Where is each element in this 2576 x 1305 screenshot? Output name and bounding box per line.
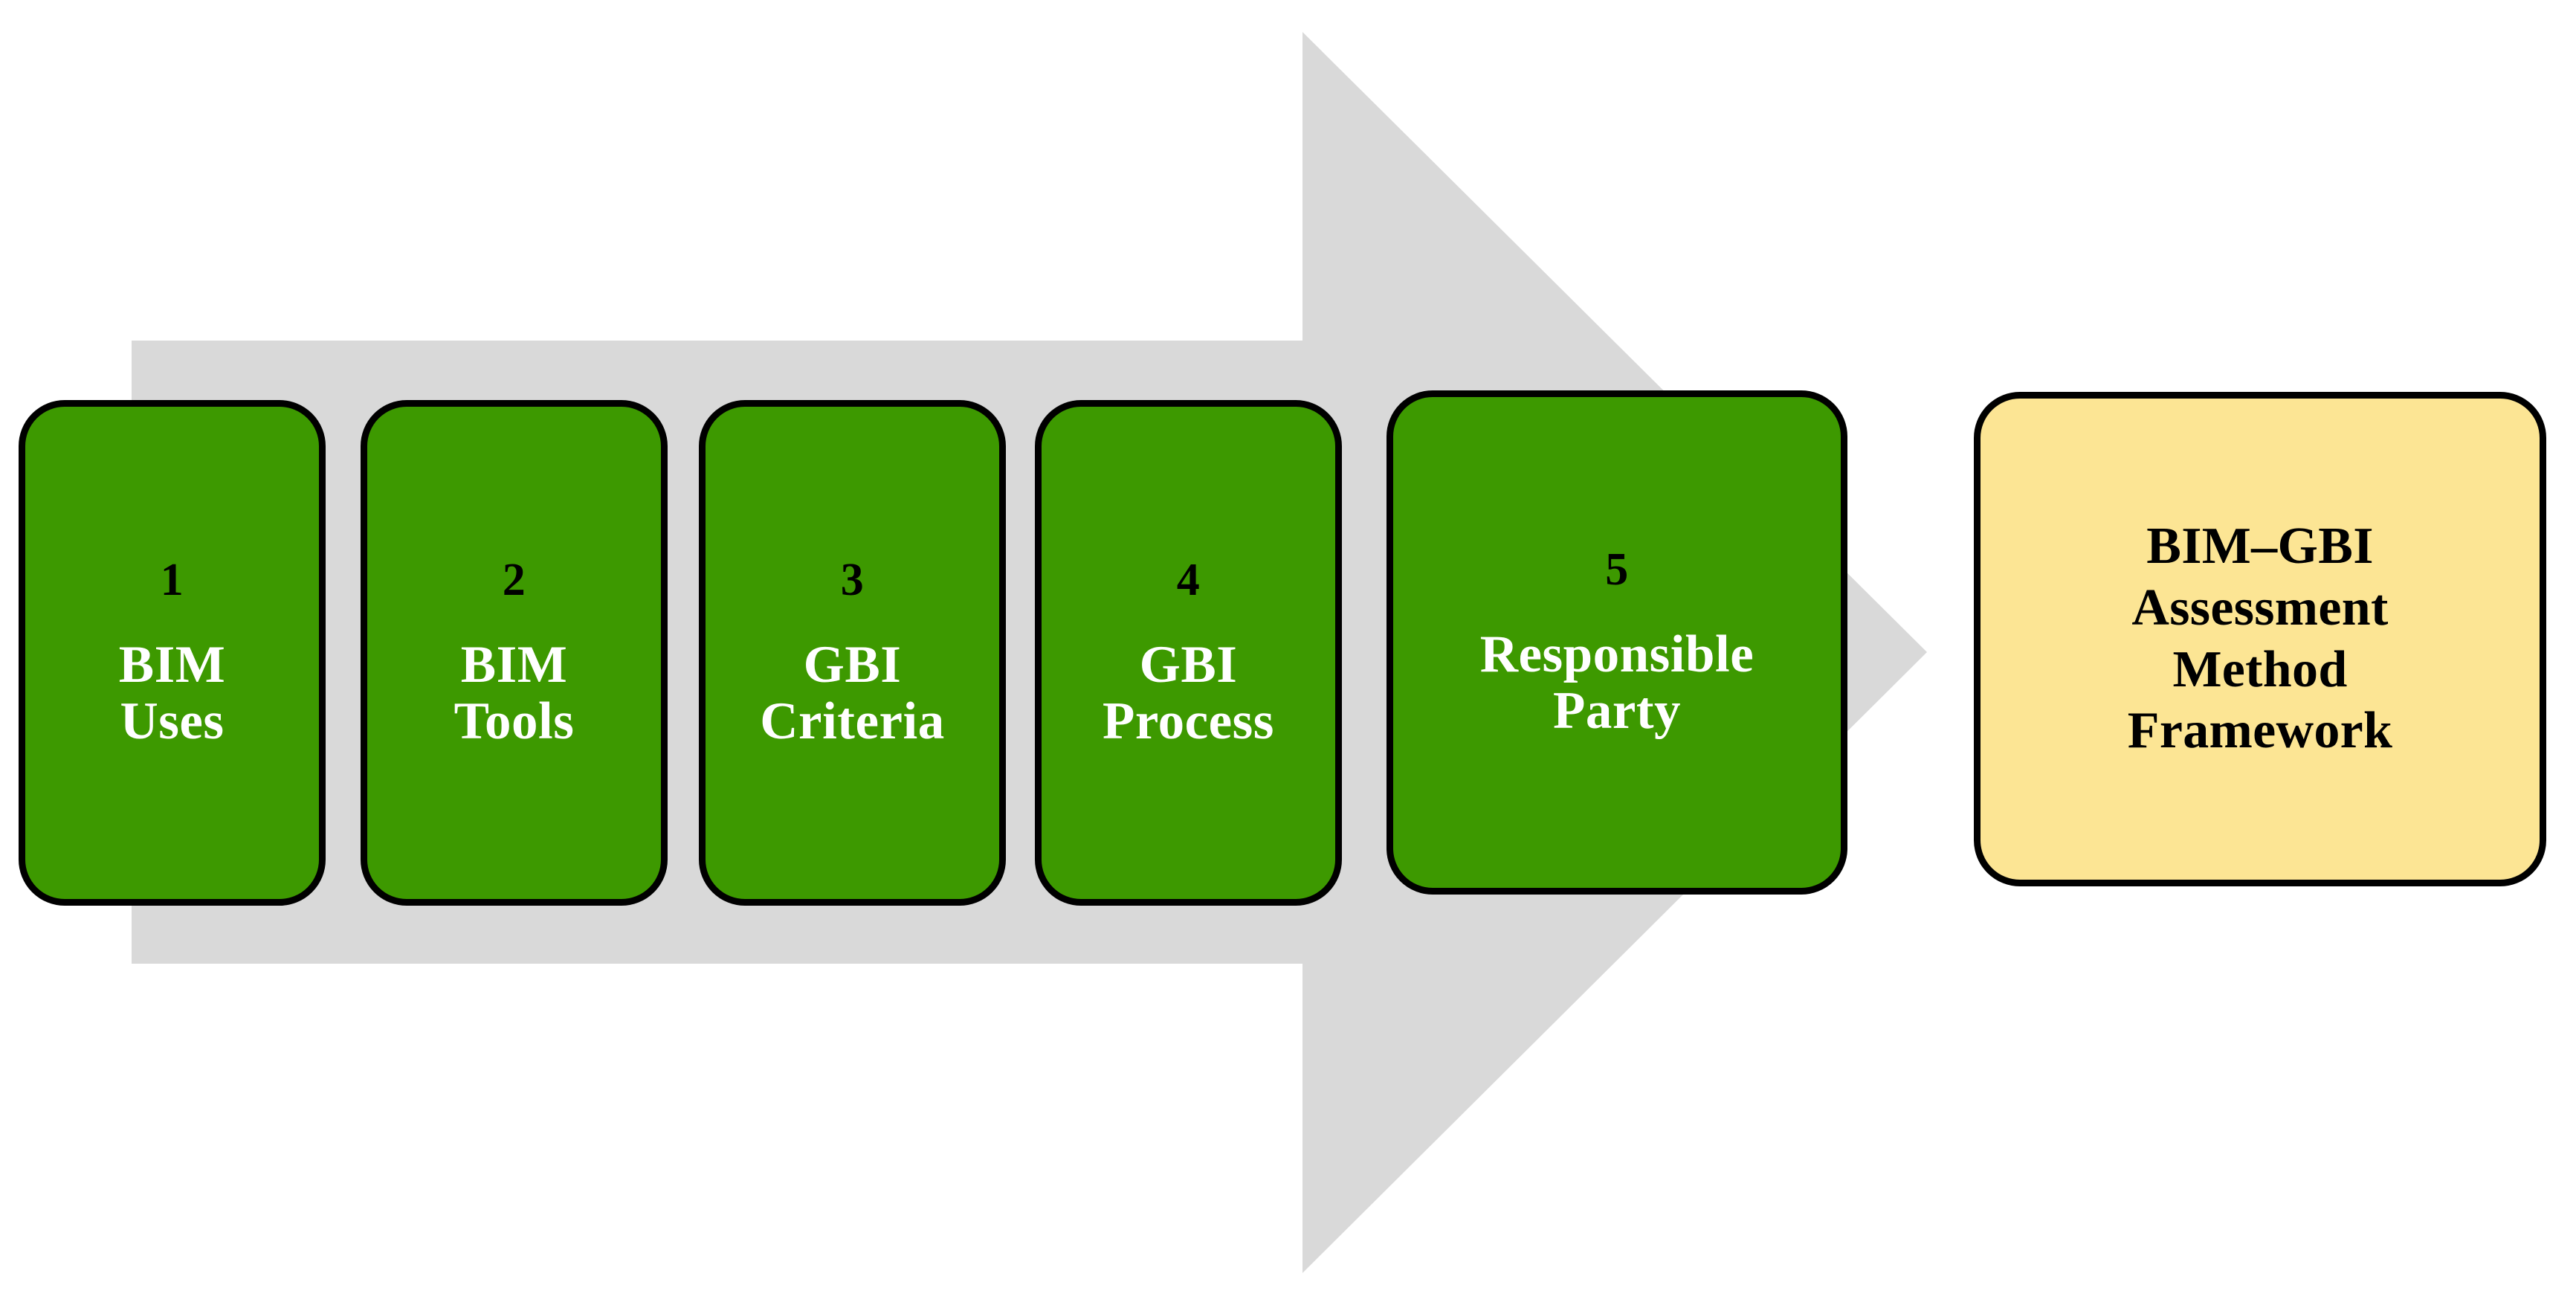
stage-number: 1 (160, 554, 184, 605)
stage-box-2[interactable]: 2 BIM Tools (361, 400, 668, 906)
stage-number: 4 (1176, 554, 1201, 605)
stage-label: Responsible Party (1479, 625, 1755, 741)
stage-number: 3 (840, 554, 865, 605)
process-arrow-shape (132, 32, 1927, 1273)
stage-label: BIM Uses (118, 635, 226, 751)
stage-label: GBI Criteria (760, 635, 945, 751)
outcome-label: BIM–GBI Assessment Method Framework (2127, 518, 2393, 760)
stage-number: 5 (1605, 544, 1629, 595)
outcome-box[interactable]: BIM–GBI Assessment Method Framework (1974, 392, 2546, 886)
stage-label: GBI Process (1103, 635, 1274, 751)
stage-box-5[interactable]: 5 Responsible Party (1387, 390, 1847, 895)
stage-box-4[interactable]: 4 GBI Process (1035, 400, 1342, 906)
stage-box-3[interactable]: 3 GBI Criteria (699, 400, 1006, 906)
stage-label: BIM Tools (453, 635, 575, 751)
stage-box-1[interactable]: 1 BIM Uses (19, 400, 326, 906)
stage-number: 2 (502, 554, 526, 605)
